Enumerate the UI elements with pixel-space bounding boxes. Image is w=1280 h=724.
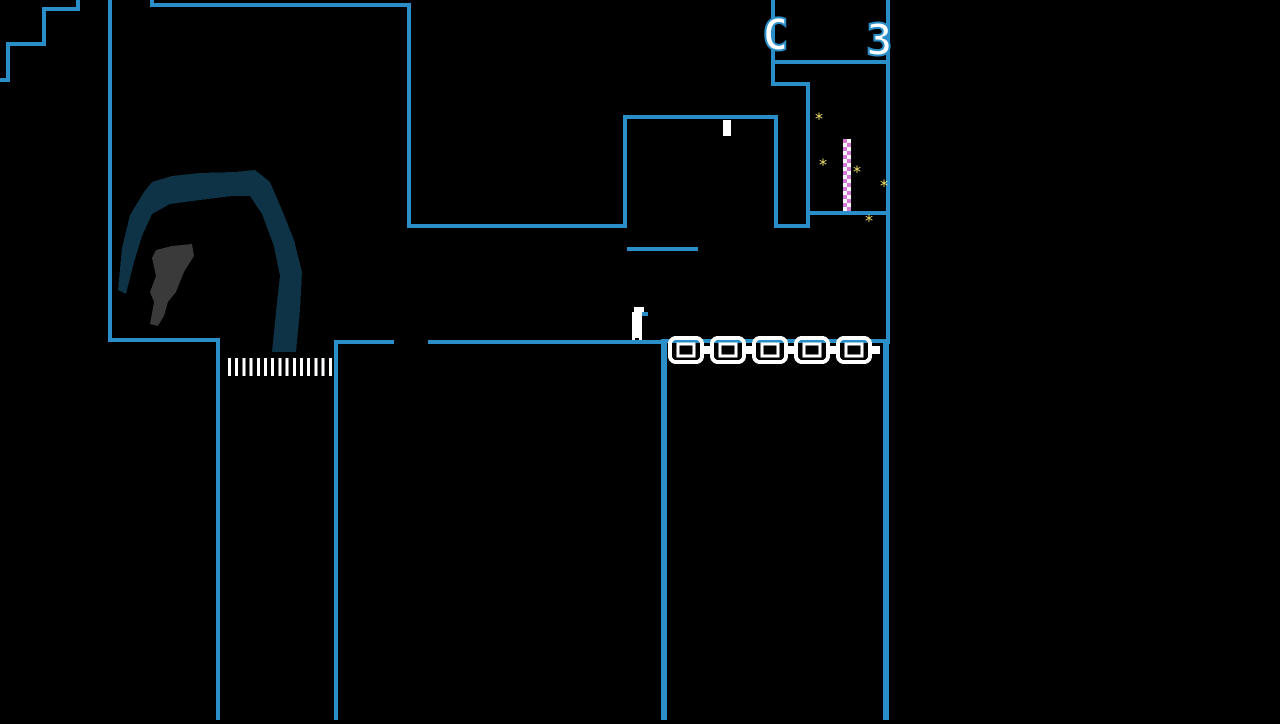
grate-bar bbox=[307, 358, 311, 376]
player-character[interactable] bbox=[632, 307, 648, 340]
hanging-block bbox=[723, 120, 731, 136]
star-collectible: * bbox=[815, 109, 823, 128]
checkered-exit-pole bbox=[843, 139, 851, 211]
grate-bar bbox=[328, 358, 332, 376]
hud-right-glyph: 3 bbox=[865, 15, 893, 66]
star-collectible: * bbox=[819, 155, 827, 174]
player-head bbox=[634, 307, 644, 315]
star-collectible: * bbox=[880, 176, 888, 195]
hud-left-glyph: C bbox=[761, 10, 789, 61]
grate-bar bbox=[228, 358, 231, 376]
grate-bar bbox=[278, 358, 282, 376]
wall-ceiling bbox=[150, 0, 810, 228]
grate-bar bbox=[271, 358, 275, 376]
conveyor-segment bbox=[752, 336, 796, 364]
player-eye bbox=[642, 312, 648, 316]
collectible-stars: * * * * * bbox=[815, 109, 888, 230]
conveyor-segment bbox=[836, 336, 880, 364]
grate-bar bbox=[285, 358, 289, 376]
grate-bar bbox=[292, 358, 296, 376]
star-collectible: * bbox=[865, 211, 873, 230]
grate-bar bbox=[256, 358, 260, 376]
player-leg-right bbox=[639, 336, 642, 340]
grate-bar bbox=[242, 358, 246, 376]
grate-bar bbox=[235, 358, 239, 376]
conveyor-platform bbox=[668, 336, 880, 364]
cave-shadow-block bbox=[150, 244, 194, 326]
wall-left-room bbox=[108, 0, 220, 722]
grate-bar bbox=[264, 358, 267, 376]
conveyor-segment bbox=[710, 336, 754, 364]
cave-arch-shape bbox=[118, 170, 302, 352]
wall-pit-right bbox=[334, 340, 394, 722]
grate-bar bbox=[249, 358, 253, 376]
wall-stair-topleft bbox=[0, 0, 80, 82]
player-body bbox=[632, 312, 642, 338]
grate-bar bbox=[314, 358, 318, 376]
floor-grate-spikes bbox=[228, 358, 332, 376]
conveyor-segment bbox=[794, 336, 838, 364]
wall-goal-step bbox=[771, 60, 810, 228]
player-leg-left bbox=[632, 336, 635, 340]
level-walls bbox=[0, 0, 890, 723]
star-collectible: * bbox=[853, 162, 861, 181]
grate-bar bbox=[300, 358, 303, 376]
cave-arch-shadow bbox=[118, 170, 302, 352]
grate-bar bbox=[321, 358, 325, 376]
conveyor-segment bbox=[668, 336, 712, 364]
